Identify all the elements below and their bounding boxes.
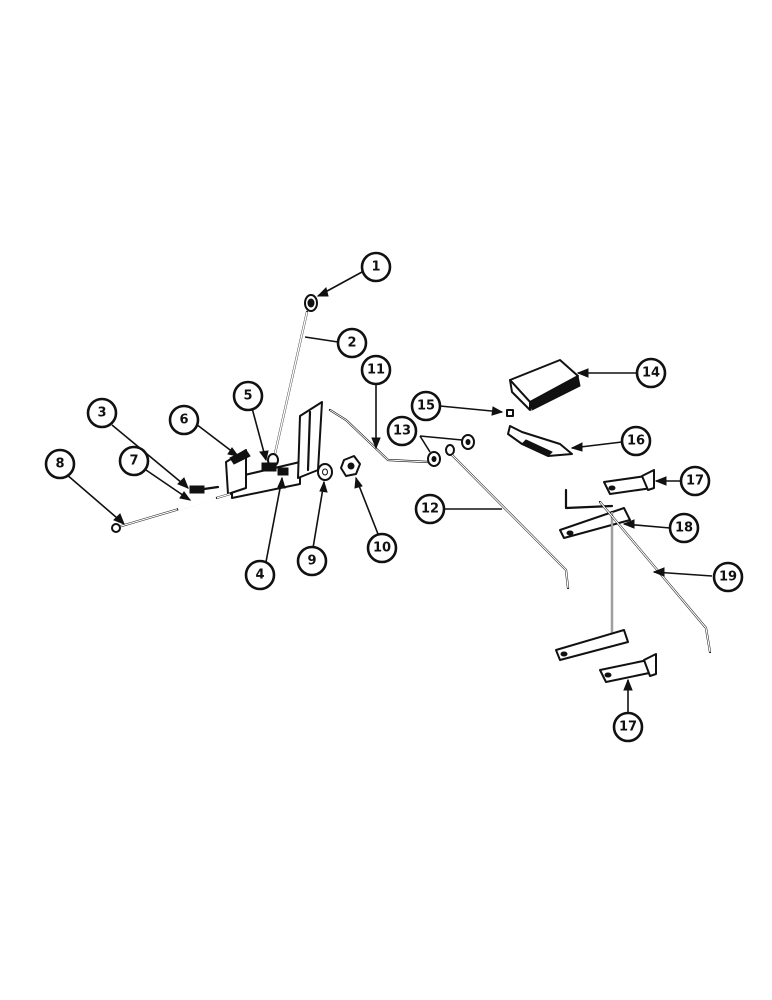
part-16-bracket [507,425,573,457]
part-10-nut [340,455,361,477]
svg-text:6: 6 [179,413,188,428]
leader-lines [65,271,713,712]
part-7-sleeve [176,496,218,511]
part-9-washer [317,463,333,481]
part-17-clip-lower [599,653,657,683]
part-12-rod [445,444,570,590]
svg-text:8: 8 [55,457,64,472]
part-15-pin [506,409,514,417]
callout-12: 12 [414,493,446,525]
svg-text:7: 7 [129,454,138,469]
svg-text:14: 14 [642,366,660,381]
svg-text:17: 17 [686,474,704,489]
svg-text:3: 3 [97,406,106,421]
callout-1: 1 [360,251,392,283]
callout-7: 7 [118,445,150,477]
callout-3: 3 [86,397,118,429]
part-14-cover [509,359,581,411]
svg-text:15: 15 [417,399,435,414]
svg-text:4: 4 [255,568,264,583]
callout-4: 4 [244,559,276,591]
svg-text:18: 18 [675,521,693,536]
part-17-clip-upper [603,469,655,495]
svg-text:17: 17 [619,720,637,735]
svg-text:11: 11 [367,363,385,378]
callout-13: 13 [386,415,418,447]
svg-text:12: 12 [421,502,439,517]
callout-8: 8 [44,448,76,480]
callout-17-lower: 17 [612,711,644,743]
callout-6: 6 [168,404,200,436]
svg-text:9: 9 [307,554,316,569]
svg-text:16: 16 [627,434,645,449]
svg-text:1: 1 [371,260,380,275]
callout-2: 2 [336,327,368,359]
part-3-bolt [189,485,220,494]
part-11-bent-rod [328,408,430,464]
callout-5: 5 [232,380,264,412]
part-19-rod [598,500,712,654]
callout-16: 16 [620,425,652,457]
callout-11: 11 [360,354,392,386]
svg-text:10: 10 [373,541,391,556]
callout-14: 14 [635,357,667,389]
svg-text:2: 2 [347,336,356,351]
callout-19: 19 [712,561,744,593]
callout-9: 9 [296,545,328,577]
part-1-knob [304,294,318,312]
callout-15: 15 [410,390,442,422]
svg-text:19: 19 [719,570,737,585]
callout-17-upper: 17 [679,465,711,497]
svg-text:13: 13 [393,424,411,439]
callout-18: 18 [668,512,700,544]
svg-text:5: 5 [243,389,252,404]
part-13-washers [427,434,475,467]
callout-10: 10 [366,532,398,564]
part-bracket-assembly [225,401,323,499]
